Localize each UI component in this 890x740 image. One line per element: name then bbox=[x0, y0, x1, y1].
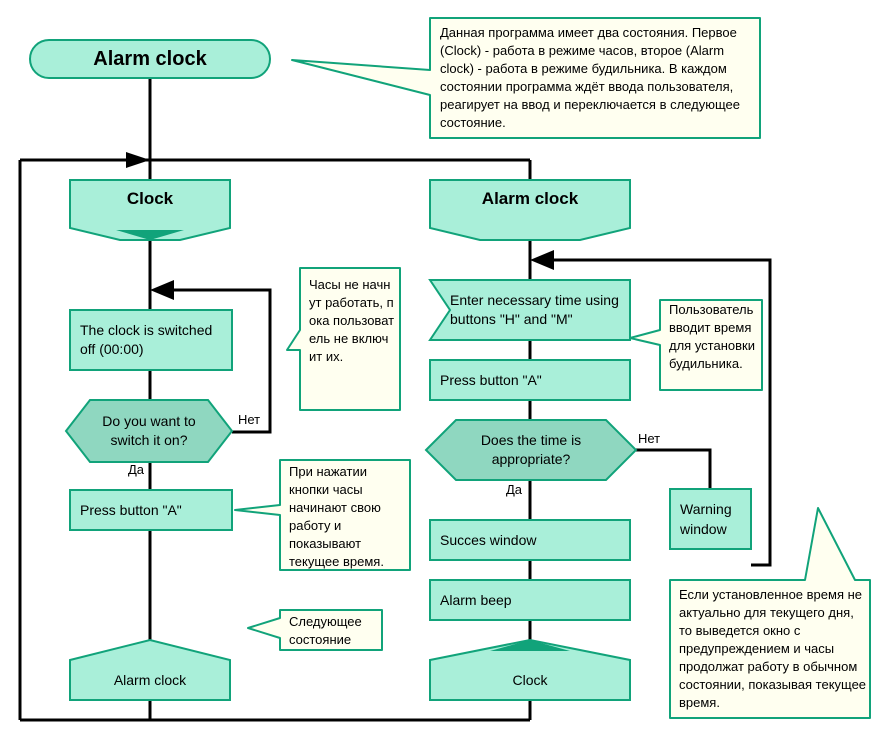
alarm-yes-label: Да bbox=[506, 482, 523, 497]
clock-question-shape bbox=[64, 399, 234, 463]
clock-off-note: Часы не начнут работать, пока пользовате… bbox=[309, 277, 395, 364]
success-window-shape bbox=[429, 519, 631, 561]
clock-question-label: Do you want to switch it on? bbox=[102, 413, 196, 448]
clock-state-header-shape bbox=[69, 179, 231, 241]
alarm-end-label: Clock bbox=[512, 672, 548, 688]
warning-window-label: Warning window bbox=[680, 501, 732, 537]
clock-yes-label: Да bbox=[128, 462, 145, 477]
clock-end-shape bbox=[69, 638, 231, 701]
enter-time-shape bbox=[428, 279, 631, 341]
alarm-question-label: Does the time is appropriate? bbox=[480, 432, 582, 467]
alarm-state-header: Alarm clock bbox=[481, 189, 579, 208]
clock-state-header-marker bbox=[116, 230, 184, 240]
warning-note: Если установленное время не актуально дл… bbox=[679, 587, 867, 710]
alarm-state-header-shape bbox=[429, 179, 631, 241]
warning-window-shape bbox=[669, 488, 752, 550]
next-state-note: Следующее состояние bbox=[289, 614, 362, 647]
clock-state-header: Clock bbox=[126, 189, 174, 208]
user-input-note-shape bbox=[629, 299, 763, 391]
clock-end-label: Alarm clock bbox=[113, 672, 187, 688]
alarm-question-shape bbox=[424, 419, 638, 481]
alarm-end-shape bbox=[429, 638, 631, 701]
clock-switched-off-shape bbox=[69, 309, 233, 371]
next-state-note-shape bbox=[247, 609, 383, 651]
arrowheads bbox=[126, 152, 554, 300]
intro-note: Данная программа имеет два состояния. Пе… bbox=[440, 25, 740, 130]
press-a-note-shape bbox=[234, 459, 411, 571]
clock-switched-off-label: The clock is switched off (00:00) bbox=[80, 322, 213, 357]
alarm-beep-label: Alarm beep bbox=[440, 592, 512, 608]
alarm-no-label: Нет bbox=[638, 431, 661, 446]
alarm-press-a-shape bbox=[429, 359, 631, 401]
alarm-beep-shape bbox=[429, 579, 631, 621]
clock-press-a-shape bbox=[69, 489, 233, 531]
alarm-end-marker bbox=[490, 640, 570, 651]
clock-press-a-label: Press button "A" bbox=[80, 502, 182, 518]
alarm-press-a-label: Press button "A" bbox=[440, 372, 542, 388]
user-input-note: Пользователь вводит время для установки … bbox=[669, 302, 755, 371]
success-window-label: Succes window bbox=[440, 532, 537, 548]
clock-no-label: Нет bbox=[238, 412, 261, 427]
warning-note-shape bbox=[669, 507, 871, 719]
enter-time-label: Enter necessary time using buttons "H" a… bbox=[450, 292, 619, 327]
intro-note-shape bbox=[291, 17, 761, 139]
diagram-title: Alarm clock bbox=[93, 47, 207, 70]
clock-off-note-shape bbox=[286, 267, 401, 411]
title-terminator bbox=[29, 39, 271, 79]
press-a-note: При нажатии кнопки часы начинают свою ра… bbox=[289, 464, 384, 569]
